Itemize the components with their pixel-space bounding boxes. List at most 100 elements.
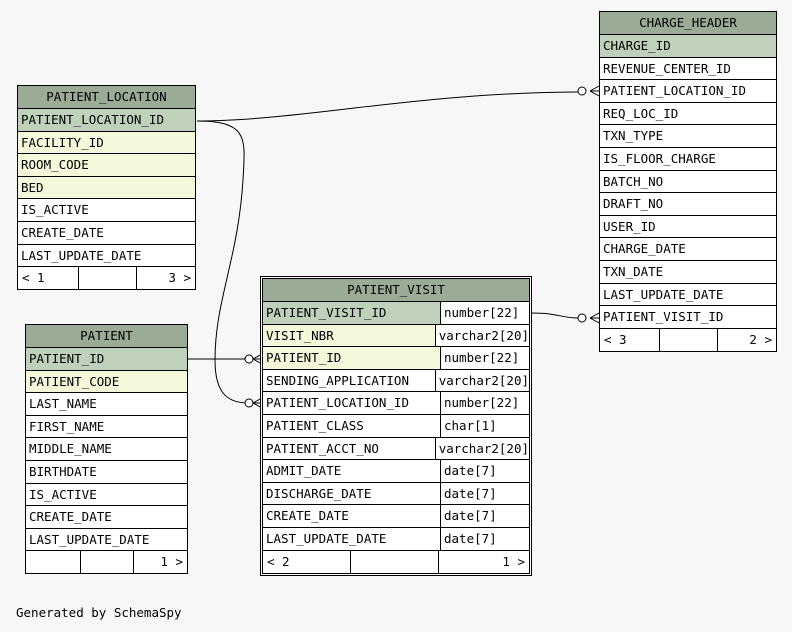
column-row[interactable]: BATCH_NO xyxy=(600,170,776,194)
table-patient-location[interactable]: PATIENT_LOCATION PATIENT_LOCATION_ID FACI… xyxy=(17,85,196,291)
column-row[interactable]: IS_ACTIVE xyxy=(18,199,195,222)
column-row[interactable]: CREATE_DATE xyxy=(26,506,187,529)
table-title: PATIENT xyxy=(26,325,187,348)
footer-parents[interactable]: < 3 xyxy=(600,328,660,351)
column-row[interactable]: LAST_UPDATE_DATE xyxy=(600,283,776,307)
table-footer: 1 > xyxy=(26,551,187,574)
table-footer: < 3 2 > xyxy=(600,328,776,351)
column-list: CHARGE_ID REVENUE_CENTER_ID PATIENT_LOCATI… xyxy=(600,35,776,329)
link-location-to-charge xyxy=(196,91,583,122)
footer-children[interactable]: 1 > xyxy=(160,554,183,570)
column-row[interactable]: CHARGE_ID xyxy=(600,35,776,58)
column-row[interactable]: SENDING_APPLICATION varchar2[20] xyxy=(263,369,529,393)
column-name: LAST_UPDATE_DATE xyxy=(603,286,724,302)
column-row[interactable]: CHARGE_DATE xyxy=(600,238,776,261)
column-name: CHARGE_DATE xyxy=(603,241,686,257)
column-name: ADMIT_DATE xyxy=(266,463,342,479)
column-name: CHARGE_ID xyxy=(603,38,671,53)
column-row[interactable]: DISCHARGE_DATE date[7] xyxy=(263,482,529,506)
column-row[interactable]: DRAFT_NO xyxy=(600,193,776,216)
column-name: VISIT_NBR xyxy=(266,327,334,343)
column-row[interactable]: CREATE_DATE xyxy=(18,221,195,245)
column-row[interactable]: PATIENT_CODE xyxy=(26,370,187,394)
table-footer: < 1 3 > xyxy=(18,267,195,290)
column-row[interactable]: PATIENT_ID xyxy=(26,348,187,371)
column-row[interactable]: TXN_TYPE xyxy=(600,125,776,148)
column-row[interactable]: IS_ACTIVE xyxy=(26,483,187,507)
footer-middle xyxy=(351,550,439,573)
column-row[interactable]: LAST_UPDATE_DATE xyxy=(18,244,195,268)
column-name: PATIENT_CODE xyxy=(29,373,120,389)
column-name: DRAFT_NO xyxy=(603,196,664,212)
column-row[interactable]: ROOM_CODE xyxy=(18,154,195,177)
column-name: PATIENT_VISIT_ID xyxy=(603,309,724,325)
column-row[interactable]: BIRTHDATE xyxy=(26,460,187,484)
column-row[interactable]: IS_FLOOR_CHARGE xyxy=(600,147,776,171)
table-title: PATIENT_LOCATION xyxy=(18,86,195,109)
footer-parents[interactable]: < 2 xyxy=(263,550,351,573)
column-type: varchar2[20] xyxy=(434,369,529,392)
column-row[interactable]: FACILITY_ID xyxy=(18,131,195,155)
footer-children[interactable]: 3 > xyxy=(168,270,191,286)
column-list: PATIENT_LOCATION_ID FACILITY_ID ROOM_CODE B… xyxy=(18,109,195,268)
column-row[interactable]: REQ_LOC_ID xyxy=(600,102,776,126)
column-row[interactable]: USER_ID xyxy=(600,215,776,239)
column-type: char[1] xyxy=(440,414,529,437)
column-name: PATIENT_LOCATION_ID xyxy=(603,83,746,99)
column-row[interactable]: TXN_DATE xyxy=(600,260,776,284)
column-name: CREATE_DATE xyxy=(29,509,112,525)
column-row[interactable]: LAST_NAME xyxy=(26,393,187,416)
footer-parents[interactable] xyxy=(26,551,81,574)
column-row[interactable]: PATIENT_LOCATION_ID xyxy=(600,80,776,103)
column-row[interactable]: REVENUE_CENTER_ID xyxy=(600,57,776,81)
column-row[interactable]: FIRST_NAME xyxy=(26,415,187,439)
optional-marker xyxy=(577,86,587,96)
column-name: REQ_LOC_ID xyxy=(603,105,679,121)
column-name: LAST_UPDATE_DATE xyxy=(266,530,387,546)
footer-parents[interactable]: < 1 xyxy=(18,267,79,290)
column-row[interactable]: PATIENT_VISIT_ID xyxy=(600,306,776,329)
table-title: PATIENT_VISIT xyxy=(263,279,529,302)
column-name: BED xyxy=(21,179,44,195)
column-name: IS_FLOOR_CHARGE xyxy=(603,150,716,166)
crowfoot-marker xyxy=(589,312,600,324)
column-type: number[22] xyxy=(440,347,529,369)
column-name: TXN_DATE xyxy=(603,263,664,279)
column-row[interactable]: PATIENT_LOCATION_ID xyxy=(18,109,195,132)
column-name: LAST_UPDATE_DATE xyxy=(21,247,142,263)
column-name: BIRTHDATE xyxy=(29,463,97,479)
column-type: date[7] xyxy=(440,505,529,527)
column-row[interactable]: LAST_UPDATE_DATE xyxy=(26,528,187,552)
column-type: varchar2[20] xyxy=(434,437,529,460)
column-name: DISCHARGE_DATE xyxy=(266,485,372,501)
column-row[interactable]: CREATE_DATE date[7] xyxy=(263,505,529,528)
column-name: SENDING_APPLICATION xyxy=(266,372,409,388)
generated-by-label: Generated by SchemaSpy xyxy=(16,605,182,620)
column-row[interactable]: BED xyxy=(18,176,195,200)
column-name: CREATE_DATE xyxy=(266,508,349,524)
table-footer: < 2 1 > xyxy=(263,550,529,573)
footer-children[interactable]: 1 > xyxy=(502,553,525,569)
optional-marker xyxy=(244,398,254,408)
column-name: PATIENT_LOCATION_ID xyxy=(21,112,164,127)
column-row[interactable]: MIDDLE_NAME xyxy=(26,438,187,461)
column-name: PATIENT_LOCATION_ID xyxy=(266,395,409,411)
column-name: LAST_UPDATE_DATE xyxy=(29,531,150,547)
column-type: date[7] xyxy=(440,482,529,505)
column-name: FACILITY_ID xyxy=(21,134,104,150)
optional-marker xyxy=(244,354,254,364)
footer-children[interactable]: 2 > xyxy=(749,331,772,347)
